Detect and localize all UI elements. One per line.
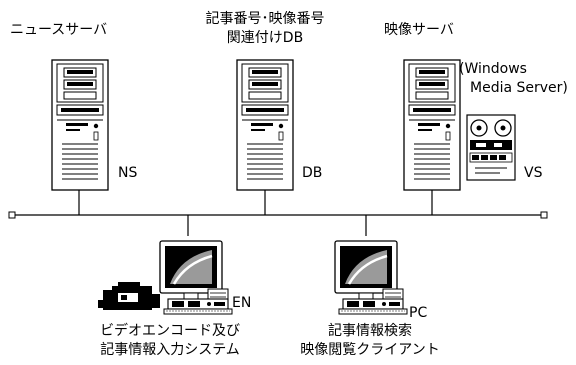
db-server-title-line2: 関連付けDB	[226, 30, 304, 46]
news-server-icon	[51, 59, 109, 191]
video-server-title: 映像サーバ	[384, 22, 454, 38]
encoder-pc-icon	[158, 239, 234, 316]
video-camera-icon	[98, 282, 160, 310]
video-server-icon	[403, 59, 461, 191]
db-server-icon	[236, 59, 294, 191]
client-pc-icon	[333, 239, 409, 316]
news-server-title: ニュースサーバ	[10, 22, 108, 38]
video-server-note-line2: Media Server)	[470, 80, 568, 96]
video-server-tag: VS	[524, 165, 543, 181]
encoder-caption-line1: ビデオエンコード及び	[100, 323, 240, 339]
client-pc-tag: PC	[409, 305, 428, 321]
client-caption-line2: 映像閲覧クライアント	[300, 342, 440, 358]
db-server-tag: DB	[302, 165, 323, 181]
encoder-tag: EN	[232, 295, 252, 311]
news-server-tag: NS	[118, 165, 138, 181]
network-bus	[8, 190, 548, 236]
client-caption-line1: 記事情報検索	[328, 323, 412, 339]
encoder-caption-line2: 記事情報入力システム	[100, 342, 240, 358]
tape-deck-icon	[466, 114, 516, 181]
video-server-note-line1: (Windows	[459, 61, 527, 77]
db-server-title-line1: 記事番号･映像番号	[205, 11, 325, 27]
